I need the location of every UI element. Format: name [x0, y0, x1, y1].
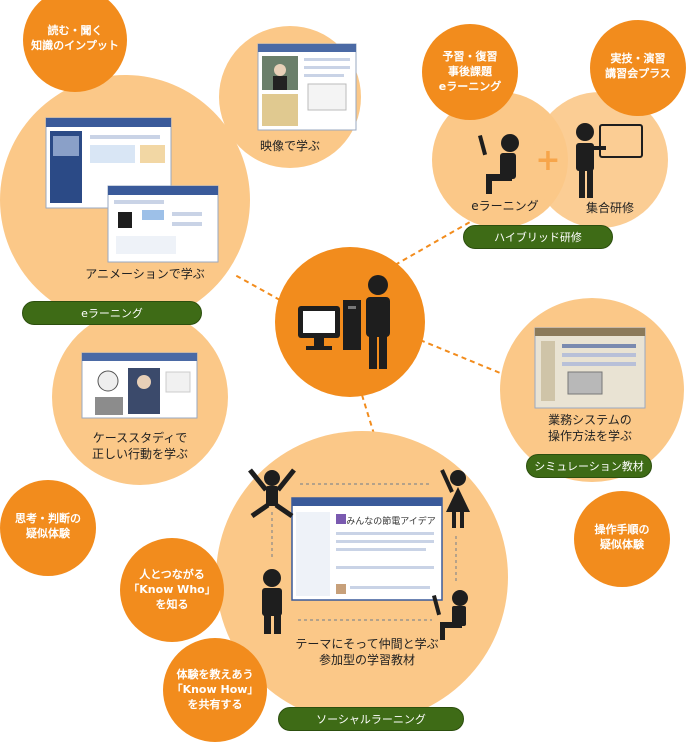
simulation-screenshot	[534, 327, 646, 409]
social-label: テーマにそって仲間と学ぶ 参加型の学習教材	[295, 637, 439, 668]
input-bubble-text: 読む・聞く 知識のインプット	[31, 24, 119, 52]
computer-person-icon	[298, 275, 390, 369]
hybrid-right-bubble	[590, 20, 686, 116]
know-who-bubble-text: 人とつながる 「Know Who」 を知る	[128, 568, 216, 611]
connector-elearning	[234, 274, 281, 301]
connector-simulation	[419, 339, 506, 376]
input-bubble	[23, 0, 127, 92]
thinking-bubble	[0, 480, 96, 576]
hybrid-elearning-label: eラーニング	[471, 199, 539, 213]
social-arrows	[271, 483, 457, 621]
simulation-badge: シミュレーション教材	[526, 454, 652, 478]
seated-laptop-person-icon	[432, 590, 468, 640]
animation-label: アニメーションで学ぶ	[85, 267, 205, 281]
elearning-badge: eラーニング	[22, 301, 202, 325]
social-screen-title: みんなの節電アイデア	[346, 517, 436, 527]
video-label: 映像で学ぶ	[259, 139, 320, 153]
social-badge: ソーシャルラーニング	[278, 707, 464, 731]
case-study-label: ケーススタディで 正しい行動を学ぶ	[91, 431, 188, 462]
standing-person-icon	[262, 569, 282, 634]
jumping-person-icon	[248, 468, 296, 519]
video-screenshot	[257, 43, 357, 131]
hybrid-left-bubble-text: 予習・復習 事後課題 eラーニング	[438, 50, 502, 93]
operation-bubble-text: 操作手順の 疑似体験	[594, 523, 650, 551]
know-how-bubble	[163, 638, 267, 742]
hybrid-group-label: 集合研修	[585, 201, 634, 215]
presenter-icon	[576, 123, 643, 198]
elearning-screenshot-2	[107, 185, 219, 263]
connector-hybrid	[394, 221, 471, 266]
plus-icon: +	[535, 143, 560, 178]
case-study-screenshot	[81, 352, 198, 419]
thinking-bubble-text: 思考・判断の 疑似体験	[15, 512, 81, 540]
simulation-label: 業務システムの 操作方法を学ぶ	[547, 413, 632, 444]
seated-learner-icon	[478, 134, 519, 194]
social-screenshot	[291, 497, 443, 601]
hybrid-badge: ハイブリッド研修	[463, 225, 613, 249]
operation-bubble	[574, 491, 670, 587]
hybrid-right-bubble-text: 実技・演習 講習会プラス	[605, 52, 671, 80]
know-who-bubble	[120, 538, 224, 642]
hybrid-left-bubble	[422, 24, 518, 120]
know-how-bubble-text: 体験を教えあう 「Know How」 を共有する	[171, 668, 259, 711]
woman-icon	[440, 469, 470, 528]
